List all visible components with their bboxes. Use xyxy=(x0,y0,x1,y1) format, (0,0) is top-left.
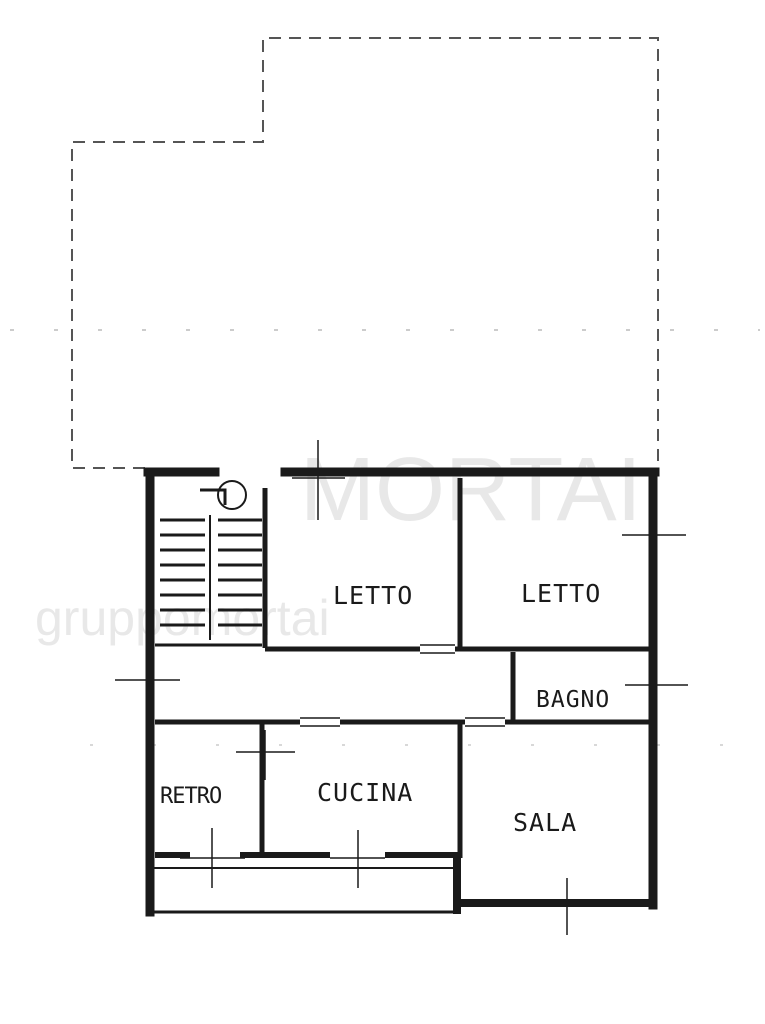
watermark: MORTAI gruppomortai xyxy=(35,440,642,646)
watermark-brand: MORTAI xyxy=(300,440,642,540)
room-label-sala: SALA xyxy=(513,808,577,837)
room-label-retro: RETRO xyxy=(160,784,221,809)
watermark-sub: gruppomortai xyxy=(35,590,330,646)
window-marks xyxy=(115,440,688,935)
room-label-cucina: CUCINA xyxy=(317,778,413,807)
exterior-walls xyxy=(143,467,660,917)
staircase xyxy=(160,480,262,640)
room-label-bagno: BAGNO xyxy=(536,687,610,713)
interior-walls xyxy=(155,478,650,858)
dashed-outline xyxy=(71,37,659,469)
room-label-letto-1: LETTO xyxy=(333,581,413,610)
room-label-letto-2: LETTO xyxy=(521,579,601,608)
